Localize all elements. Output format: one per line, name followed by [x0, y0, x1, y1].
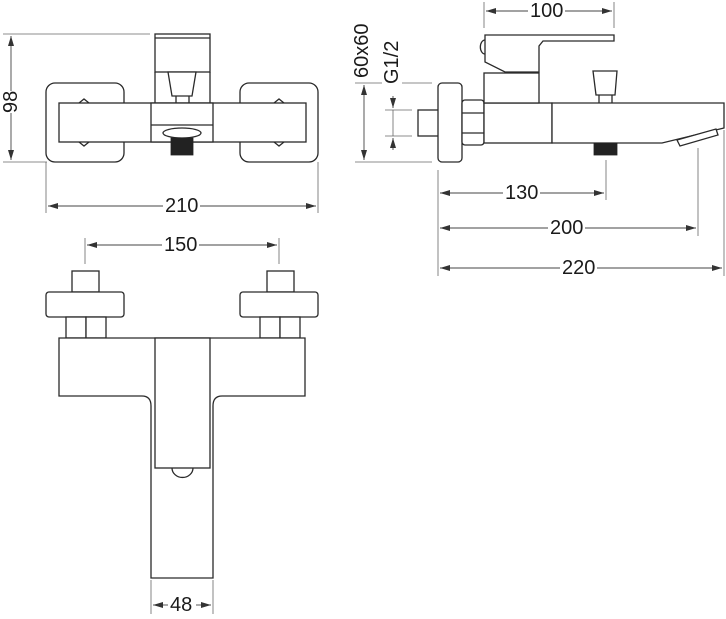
top-view: [3, 33, 319, 213]
top-view-height-dimension: 98: [0, 90, 22, 113]
outlet-position-dimension: 130: [503, 182, 541, 204]
flange-size-annotation: 60x60: [351, 23, 373, 78]
inlet-spacing-dimension: 150: [162, 234, 200, 256]
thread-size-annotation: G1/2: [381, 40, 403, 84]
spout-width-dimension: 48: [168, 594, 195, 616]
side-view-handle-dimension: 100: [528, 0, 566, 22]
total-depth-dimension: 220: [560, 257, 598, 279]
top-view-width-dimension: 210: [163, 195, 201, 217]
front-view: [45, 238, 319, 614]
spout-outlet-dimension: 200: [548, 217, 586, 239]
side-view: [355, 2, 725, 276]
